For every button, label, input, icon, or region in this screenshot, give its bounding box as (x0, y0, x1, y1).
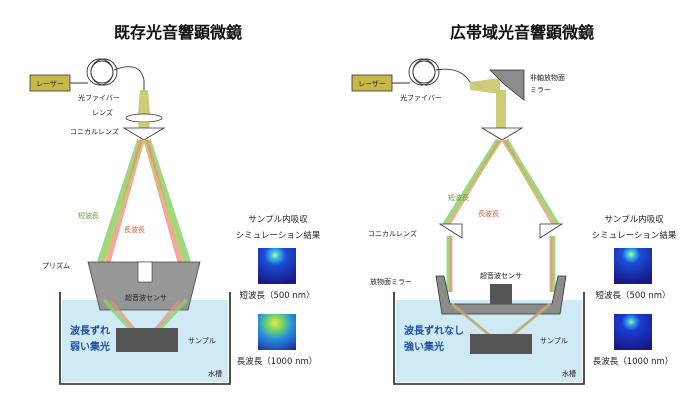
right-ray-green-r (503, 138, 561, 228)
right-ray-core-r (501, 139, 557, 227)
right-conical-left-shape (438, 223, 463, 239)
left-prism-shape (87, 261, 201, 311)
left-sim-title-1: サンプル内吸収 (248, 214, 308, 225)
right-short-wl-label: 短波長 (448, 193, 469, 202)
right-highlight-line1: 波長ずれなし (404, 324, 464, 337)
right-offaxis-mirror-shape (489, 69, 525, 101)
right-sim-short-map (614, 248, 652, 284)
left-prism-label: プリズム (42, 261, 70, 270)
left-long-wl-label: 長波長 (124, 225, 145, 234)
right-sim-short-label: 短波長（500 nm） (595, 290, 670, 301)
left-sim-title-2: シミュレーション結果 (236, 230, 321, 241)
right-parabolic-mirror-shape (435, 275, 567, 315)
right-tank-wall (393, 292, 585, 385)
right-tank-label: 水槽 (562, 369, 576, 378)
left-highlight-line2: 弱い集光 (70, 340, 110, 353)
left-lens-label: レンズ (92, 108, 113, 117)
right-sample-label: サンプル (540, 337, 568, 345)
right-fiber-coil-icon (392, 58, 481, 87)
left-tank-label: 水槽 (208, 369, 222, 378)
left-panel: 既存光音響顕微鏡 レーザー 光ファイバー レンズ コニカルレンズ 短波長 長波長 (29, 23, 321, 385)
left-sim-short-map (258, 248, 296, 284)
left-ray-core-r (143, 139, 185, 263)
left-laser-label: レーザー (36, 80, 64, 88)
right-conical-label: コニカルレンズ (368, 229, 417, 238)
right-sample-shape (470, 334, 532, 354)
right-ray-green-l (441, 138, 501, 228)
right-sensor-shape (490, 284, 512, 304)
right-highlight-line2: 強い集光 (404, 340, 444, 353)
right-fiber-label: 光ファイバー (400, 93, 442, 102)
left-fiber-label: 光ファイバー (78, 93, 120, 102)
left-fiber-coil-icon (70, 58, 145, 92)
right-sim-title-2: シミュレーション結果 (592, 230, 677, 241)
right-parabolic-label: 放物面ミラー (370, 277, 412, 286)
right-title: 広帯域光音響顕微鏡 (450, 23, 594, 42)
right-long-wl-label: 長波長 (478, 209, 499, 218)
left-sim-long-label: 長波長（1000 nm） (237, 356, 318, 367)
left-sample-shape (116, 328, 178, 352)
right-offaxis-label-1: 非軸放物面 (530, 73, 565, 82)
right-laser-label: レーザー (358, 80, 386, 88)
left-sensor-window (137, 261, 153, 283)
left-sample-label: サンプル (188, 337, 216, 345)
right-offaxis-label-2: ミラー (530, 86, 551, 94)
right-sim-title-1: サンプル内吸収 (604, 214, 664, 225)
right-sensor-label: 超音波センサ (480, 271, 522, 280)
left-tank-wall (59, 292, 231, 385)
left-sim-short-label: 短波長（500 nm） (239, 290, 314, 301)
left-highlight-line1: 波長ずれ (70, 324, 110, 337)
left-title: 既存光音響顕微鏡 (114, 23, 242, 42)
left-conical-label: コニカルレンズ (70, 127, 119, 136)
left-sensor-label: 超音波センサ (125, 293, 167, 302)
right-sim-long-map (614, 314, 652, 350)
left-ray-green-r (145, 139, 191, 263)
left-conical-lens-shape (122, 127, 166, 141)
left-beam-upper (138, 90, 150, 114)
right-ray-core-l (445, 139, 503, 227)
right-beam-horizontal (470, 78, 500, 94)
left-short-wl-label: 短波長 (78, 211, 99, 220)
left-ray-green-l (97, 139, 143, 263)
left-ray-core-l (103, 139, 145, 263)
left-sim-long-map (258, 314, 296, 350)
right-conical-top-shape (480, 127, 524, 141)
left-lens-shape (125, 113, 163, 123)
right-sim-long-label: 長波長（1000 nm） (593, 356, 674, 367)
right-beam-down (496, 90, 506, 128)
right-panel: 広帯域光音響顕微鏡 レーザー 光ファイバー 非軸放物面 ミラー 短波長 長波長 … (351, 23, 677, 385)
right-conical-right-shape (539, 223, 564, 239)
